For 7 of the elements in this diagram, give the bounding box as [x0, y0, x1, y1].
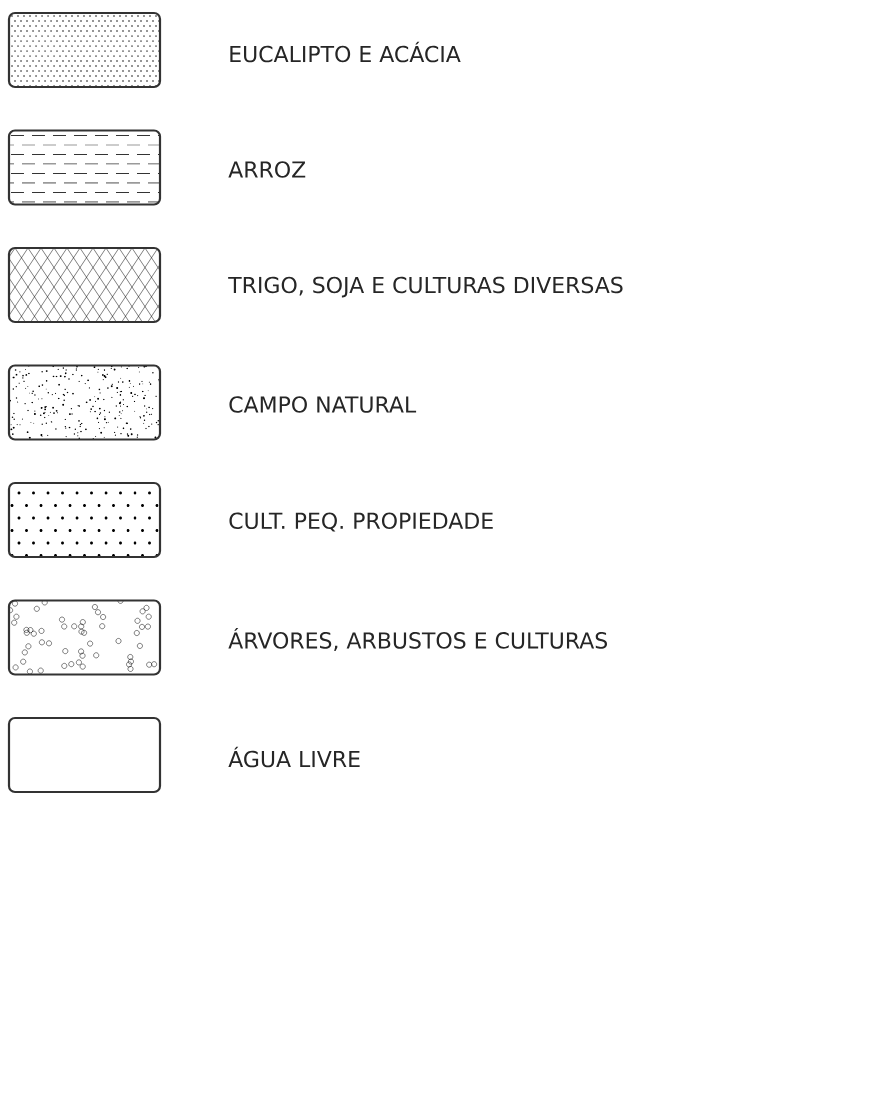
legend-label: ARROZ [228, 161, 306, 178]
legend-label: ÁRVORES, ARBUSTOS E CULTURAS [228, 628, 607, 651]
legend-label: TRIGO, SOJA E CULTURAS DIVERSAS [228, 276, 623, 298]
legend-label: CAMPO NATURAL [229, 396, 417, 413]
legend-label: EUCALIPTO E ACÁCIA [230, 41, 461, 63]
legend-label: CULT. PEQ. PROPIEDADE [229, 512, 493, 532]
legend-label: ÁGUA LIVRE [228, 746, 360, 768]
